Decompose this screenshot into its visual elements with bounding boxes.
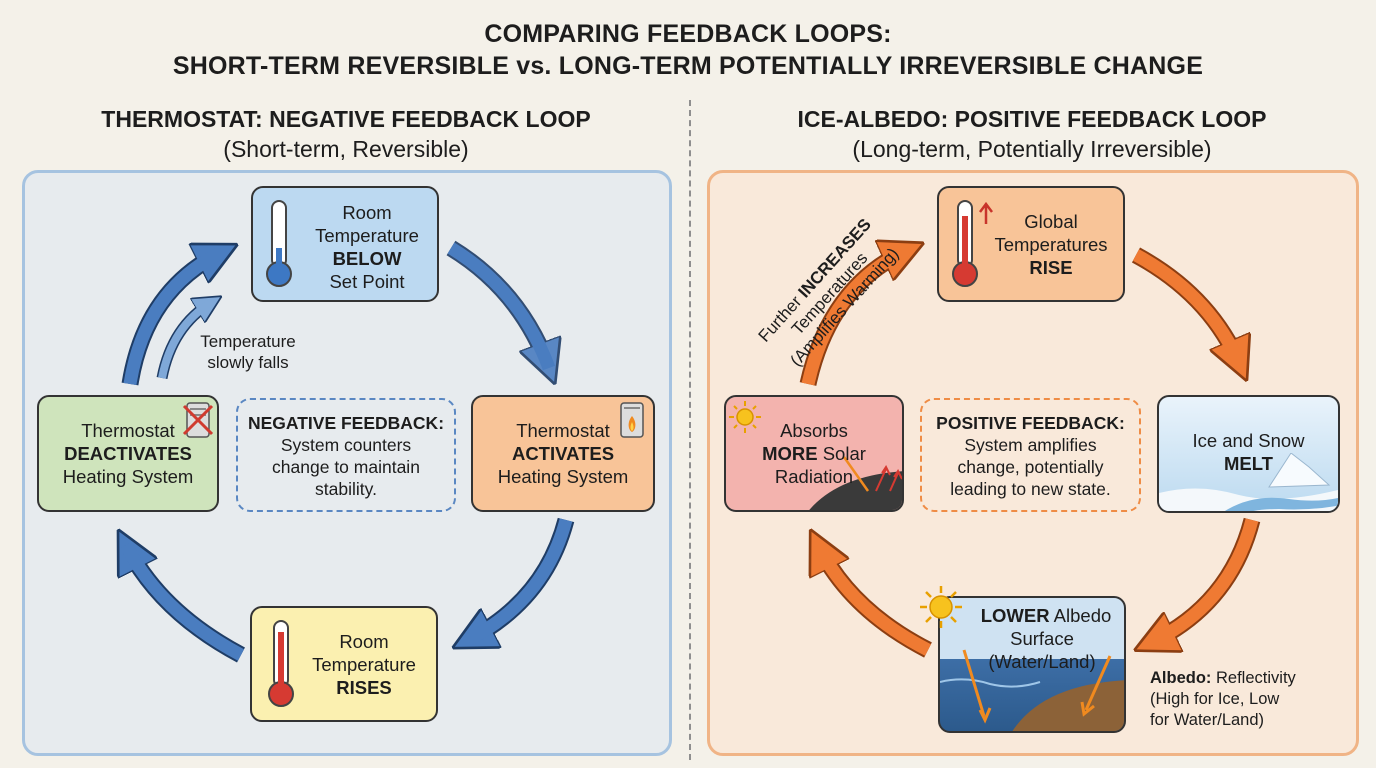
positive-feedback-line3: leading to new state.	[950, 479, 1111, 499]
temperature-falls-arrow	[156, 302, 212, 380]
node-room-temp-below-line4: Set Point	[329, 271, 405, 292]
node-room-temp-rises-line1: Room	[339, 631, 389, 652]
sun-icon-absorbs	[729, 401, 761, 433]
node-lower-albedo-albedo: Albedo	[1049, 605, 1112, 626]
node-room-temp-rises-line3: RISES	[336, 677, 392, 698]
ice-albedo-arrow-top-right	[1131, 247, 1240, 365]
positive-feedback-heading: POSITIVE FEEDBACK:	[936, 413, 1125, 433]
main-title-line1: COMPARING FEEDBACK LOOPS:	[484, 20, 892, 48]
node-absorbs-line1: Absorbs	[780, 420, 848, 441]
main-title-line2: SHORT-TERM REVERSIBLE vs. LONG-TERM POTE…	[172, 52, 1204, 80]
land-water-icon	[940, 678, 1124, 731]
temperature-falls-note: Temperature slowly falls	[190, 331, 306, 373]
thermometer-rising-icon	[952, 200, 993, 287]
node-thermostat-deactivates-line1: Thermostat	[81, 420, 175, 441]
heater-on-icon	[620, 402, 644, 438]
node-lower-albedo-lower: LOWER	[980, 605, 1050, 626]
node-lower-albedo-line3: (Water/Land)	[988, 651, 1096, 672]
node-lower-albedo-line1: LOWER Albedo	[948, 604, 1124, 627]
node-room-temp-below-line1: Room	[342, 202, 392, 223]
negative-feedback-line2: change to maintain	[272, 457, 420, 477]
node-thermostat-activates-line3: Heating System	[497, 466, 629, 487]
node-thermostat-activates-line2: ACTIVATES	[511, 443, 615, 464]
thermostat-heading-block: THERMOSTAT: NEGATIVE FEEDBACK LOOP (Shor…	[22, 104, 670, 164]
main-title: COMPARING FEEDBACK LOOPS: SHORT-TERM REV…	[0, 18, 1376, 82]
node-absorbs-line2: MORE Solar	[726, 442, 902, 465]
negative-feedback-line3: stability.	[315, 479, 377, 499]
temperature-falls-line1: Temperature	[200, 332, 296, 351]
thermostat-arrow-top-right	[446, 240, 549, 368]
sun-icon-albedo	[920, 586, 962, 628]
temperature-falls-line2: slowly falls	[207, 353, 289, 372]
negative-feedback-box: NEGATIVE FEEDBACK: System counters chang…	[236, 398, 456, 512]
albedo-definition-line1: Albedo: Reflectivity	[1150, 668, 1350, 689]
ice-albedo-arrow-right-bottom	[1150, 517, 1261, 643]
absorption-ground-icon	[809, 456, 902, 510]
positive-feedback-box: POSITIVE FEEDBACK: System amplifies chan…	[920, 398, 1141, 512]
ice-albedo-heading: ICE-ALBEDO: POSITIVE FEEDBACK LOOP	[797, 106, 1267, 132]
node-thermostat-deactivates-line2: DEACTIVATES	[64, 443, 192, 464]
node-thermostat-activates-line1: Thermostat	[516, 420, 610, 441]
node-lower-albedo-line2: Surface	[1010, 628, 1074, 649]
ice-albedo-arrow-bottom-left	[818, 545, 932, 658]
melting-ice-icon	[1159, 453, 1338, 511]
thermostat-arrow-right-bottom	[468, 517, 575, 640]
thermostat-arrow-left-top	[121, 252, 222, 386]
positive-feedback-line2: change, potentially	[957, 457, 1104, 477]
albedo-definition: Albedo: Reflectivity (High for Ice, Low …	[1150, 668, 1350, 731]
node-absorbs-line3: Radiation	[774, 466, 854, 487]
node-ice-snow-melt: Ice and Snow MELT	[1157, 395, 1340, 513]
node-thermostat-deactivates-line3: Heating System	[62, 466, 194, 487]
albedo-definition-line3: for Water/Land)	[1150, 711, 1265, 729]
albedo-def: Reflectivity	[1211, 669, 1296, 687]
node-room-temp-below-line2: Temperature	[315, 225, 419, 246]
negative-feedback-heading: NEGATIVE FEEDBACK:	[247, 413, 445, 433]
positive-feedback-line1: System amplifies	[964, 435, 1097, 455]
albedo-term: Albedo:	[1150, 669, 1212, 687]
node-global-temps-rise-line3: RISE	[1029, 257, 1073, 278]
node-global-temps-rise-line2: Temperatures	[994, 234, 1108, 255]
thermometer-high-icon	[268, 620, 294, 707]
node-ice-snow-melt-line2: MELT	[1224, 453, 1273, 474]
negative-feedback-line1: System counters	[280, 435, 412, 455]
node-global-temps-rise-line1: Global	[1024, 211, 1078, 232]
node-room-temp-below-line3: BELOW	[332, 248, 402, 269]
node-absorbs-more-radiation: Absorbs MORE Solar Radiation	[724, 395, 904, 512]
sunlight-absorbed-icon	[962, 649, 1112, 724]
node-ice-snow-melt-line1: Ice and Snow	[1192, 430, 1305, 451]
node-absorbs-solar: Solar	[817, 443, 866, 464]
ice-albedo-subheading: (Long-term, Potentially Irreversible)	[852, 136, 1212, 162]
heater-off-icon	[182, 402, 214, 438]
ice-albedo-arrow-left-top	[799, 250, 908, 386]
albedo-definition-line2: (High for Ice, Low	[1150, 690, 1280, 708]
node-lower-albedo: LOWER Albedo Surface (Water/Land)	[938, 596, 1126, 733]
thermostat-subheading: (Short-term, Reversible)	[223, 136, 469, 162]
node-room-temp-rises-line2: Temperature	[312, 654, 416, 675]
ice-albedo-heading-block: ICE-ALBEDO: POSITIVE FEEDBACK LOOP (Long…	[707, 104, 1357, 164]
thermometer-low-icon	[266, 200, 292, 287]
thermostat-heading: THERMOSTAT: NEGATIVE FEEDBACK LOOP	[101, 106, 591, 132]
thermostat-arrow-bottom-left	[126, 545, 245, 663]
node-absorbs-more: MORE	[762, 443, 818, 464]
panel-divider	[689, 100, 691, 760]
